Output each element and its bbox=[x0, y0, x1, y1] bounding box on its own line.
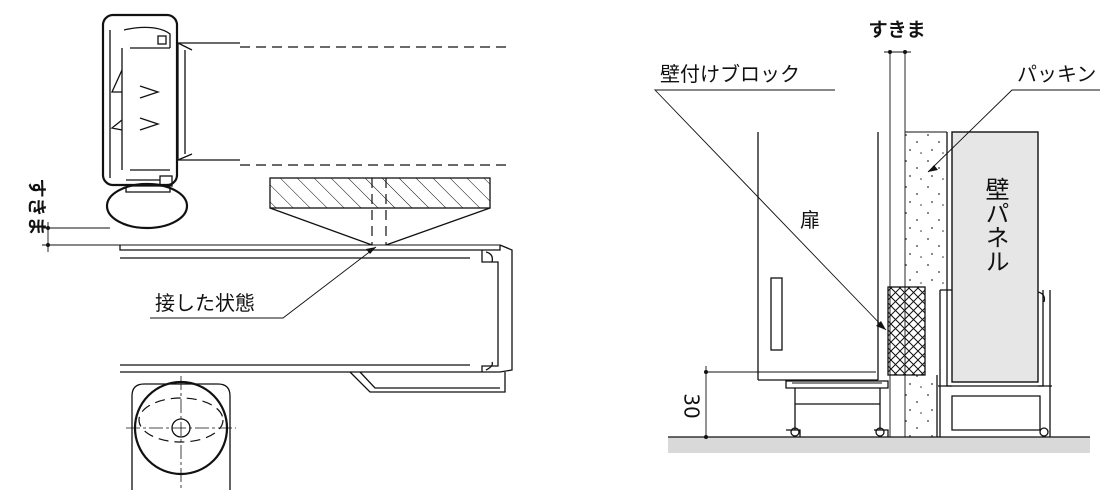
door-leaf bbox=[757, 132, 879, 381]
height-dimension-label: 30 bbox=[680, 393, 704, 418]
contact-label: 接した状態 bbox=[155, 291, 255, 315]
left-gap-label: すきま bbox=[26, 178, 48, 235]
vertical-rail-profile bbox=[101, 13, 189, 230]
packing-leader bbox=[927, 89, 1100, 173]
door-bottom-track bbox=[785, 380, 889, 437]
door-label: 扉 bbox=[800, 208, 820, 232]
hatched-guide-block bbox=[269, 177, 491, 246]
horizontal-track-rail bbox=[119, 244, 513, 393]
floor-line bbox=[668, 436, 1090, 453]
right-section-drawing: すきま 扉 30 bbox=[653, 19, 1100, 453]
sliding-panel-outline bbox=[177, 42, 510, 166]
wall-panel-channel bbox=[938, 289, 1052, 437]
left-section-drawing: すきま 接した状態 bbox=[26, 13, 513, 490]
wall-panel bbox=[951, 131, 1039, 383]
wall-block-leader bbox=[653, 89, 887, 331]
left-gap-dimension bbox=[42, 222, 500, 252]
wall-block-label: 壁付けブロック bbox=[660, 62, 800, 86]
wall-panel-label: 壁パネル bbox=[981, 177, 1009, 273]
packing-label: パッキン bbox=[1017, 62, 1096, 86]
packing-strip bbox=[905, 131, 948, 437]
roller-wheel bbox=[126, 376, 236, 490]
height-dimension bbox=[704, 366, 876, 439]
contact-leader-line bbox=[150, 246, 377, 319]
wall-mounted-block bbox=[887, 286, 926, 376]
top-gap-label: すきま bbox=[868, 19, 925, 41]
